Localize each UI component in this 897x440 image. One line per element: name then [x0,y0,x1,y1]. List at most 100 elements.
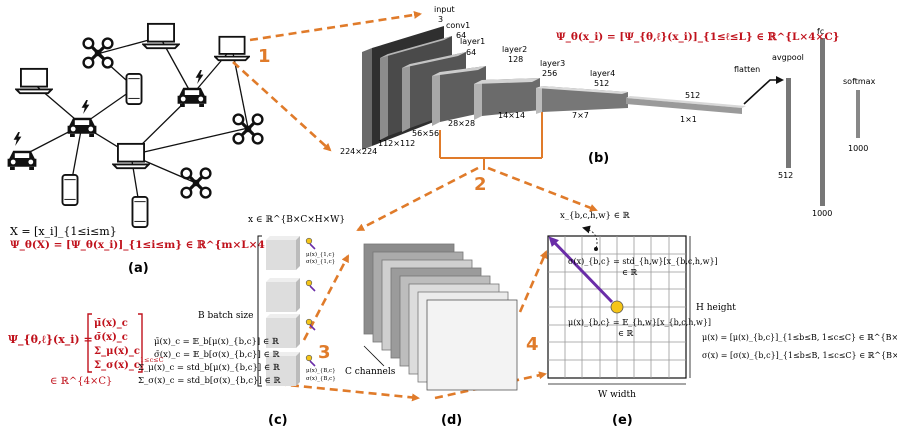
block-size: 7×7 [572,111,589,120]
flatten-size: 1×1 [680,115,697,124]
step-number: 2 [474,174,487,195]
psi-layer-lhs: Ψ_{θ,ℓ}(x_i) = [8,333,93,347]
stat-mu-B: μ(x)_{B,c} [306,367,336,374]
element-space: x_{b,c,h,w} ∈ ℝ [560,211,630,221]
vector-right-bracket [138,313,143,373]
vector-entry: Σ_σ(x)_c [94,360,140,371]
softmax-label: softmax [843,77,876,86]
panel-a-label: (a) [128,261,149,276]
layer-vector-equation: Ψ_{θ,ℓ}(x_i) = μ̄(x)_c σ̄(x)_c Σ_μ(x)_c … [8,313,164,387]
car-icon [7,150,37,170]
orange-flow-arrows [232,10,598,402]
block-name: layer4 [590,69,615,78]
drone-icon [82,37,114,69]
mu-full-eq: μ(x) = [μ(x)_{b,c}]_{1≤b≤B, 1≤c≤C} ∈ ℝ^{… [702,333,897,342]
width-label: W width [598,390,636,400]
height-label: H height [696,303,736,313]
phone-icon [61,174,79,206]
step-number: 4 [526,334,539,355]
block-size: 224×224 [340,147,377,156]
block-channels: 128 [508,55,523,64]
drone-icon [180,167,212,199]
block-name: layer2 [502,45,527,54]
vector-entry: σ̄(x)_c [94,332,128,343]
mu-space: ∈ ℝ [618,329,633,338]
laptop-icon [214,35,250,62]
block-channels: 512 [594,79,609,88]
block-name: layer3 [540,59,565,68]
block-size: 28×28 [448,119,475,128]
panel-b-equation: Ψ_θ(x_i) = [Ψ_{θ,ℓ}(x_i)]_{1≤ℓ≤L} ∈ ℝ^{L… [556,31,839,44]
block-layer4 [536,86,628,114]
laptop-icon [112,142,150,170]
panel-d-label: (d) [441,413,462,428]
batch-eq: Σ_σ(x)_c = std_b[σ(x)_{b,c}] ∈ ℝ [138,375,281,386]
phone-icon [125,73,143,105]
panel-c-x-space: x ∈ ℝ^{B×C×H×W} [248,215,345,225]
flatten-arrow [743,76,784,105]
batch-bracket [257,235,262,387]
block-name: conv1 [446,21,470,30]
block-size: 112×112 [378,139,415,148]
softmax-bar [856,90,860,138]
resnet-architecture [362,26,860,206]
fc-label: fc [817,27,824,36]
device-network [7,22,264,228]
bolt-icon [81,100,90,114]
panel-a-x-eq: X = [x_i]_{1≤i≤m} [10,225,117,238]
batch-eq: μ̄(x)_c = 𝔼_b[μ(x)_{b,c}] ∈ ℝ [154,336,279,347]
vector-left-bracket [87,313,92,373]
batch-eq: σ̄(x)_c = 𝔼_b[σ(x)_{b,c}] ∈ ℝ [154,349,280,360]
stat-sigma-B: σ(x)_{B,c} [306,375,336,382]
mean-marker [610,300,624,314]
avgpool-size: 512 [778,171,793,180]
vector-entry: Σ_μ(x)_c [94,346,140,357]
phone-icon [131,196,149,228]
block-size: 14×14 [498,111,525,120]
block-size: 56×56 [412,129,439,138]
flatten-channels: 512 [685,91,700,100]
step-number: 3 [318,342,331,363]
sample-cube [266,278,300,312]
avgpool-bar [786,78,791,168]
sigma-eq: σ(x)_{b,c} = std_{h,w}[x_{b,c,h,w}] [568,257,718,266]
block-channels: 64 [466,48,476,57]
block-layer3 [474,78,540,120]
stat-mu-1: μ(x)_{1,c} [306,251,335,258]
drone-icon [232,113,264,145]
block-channels: 64 [456,31,466,40]
batch-samples [266,236,300,386]
orange-bracket [439,104,543,170]
softmax-size: 1000 [848,144,868,153]
bolt-icon [13,132,22,146]
sample-stat-markers [305,237,316,367]
bolt-icon [195,70,204,84]
block-name: input [434,5,455,14]
element-pointer [582,225,598,249]
vector-space: ∈ ℝ^{4×C} [50,376,112,387]
laptop-icon [15,67,53,95]
network-links [23,36,249,211]
car-icon [177,87,207,107]
fc-size: 1000 [812,209,832,218]
channel-stack [363,243,518,391]
block-flatten [626,96,746,114]
avgpool-label: avgpool [772,53,804,62]
std-arrow [548,236,614,304]
batch-size-label: B batch size [198,311,253,321]
sigma-full-eq: σ(x) = [σ(x)_{b,c}]_{1≤b≤B, 1≤c≤C} ∈ ℝ^{… [702,351,897,360]
stat-sigma-1: σ(x)_{1,c} [306,258,335,265]
panel-e-label: (e) [612,413,633,428]
car-icon [67,117,97,137]
panel-b-label: (b) [588,151,609,166]
vector-entry: μ̄(x)_c [94,318,128,329]
flatten-label: flatten [734,65,760,74]
channels-label: C channels [345,367,396,377]
block-name: layer1 [460,37,485,46]
laptop-icon [142,22,180,50]
panel-a-psi-eq: Ψ_θ(X) = [Ψ_θ(x_i)]_{1≤i≤m} ∈ ℝ^{m×L×4×C… [10,239,289,252]
channels-pointer [363,345,385,367]
sigma-space: ∈ ℝ [622,268,637,277]
vector-subscript: 1≤c≤C [140,356,164,364]
sample-cube [266,314,300,348]
